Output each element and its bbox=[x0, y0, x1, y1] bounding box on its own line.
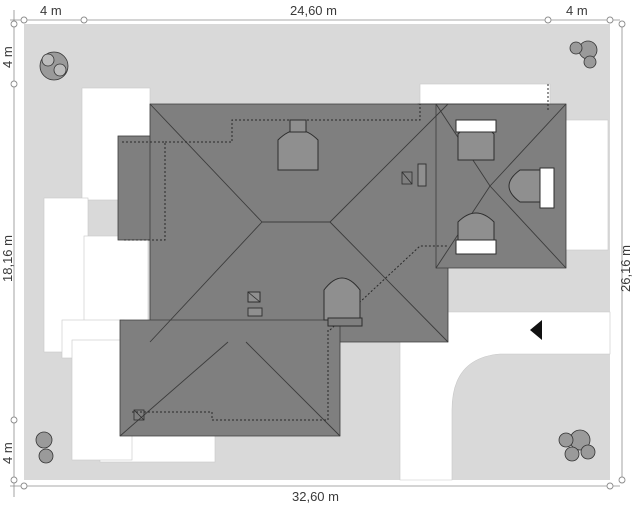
entrance-arrow-icon bbox=[530, 320, 542, 340]
dim-left-top: 4 m bbox=[0, 46, 15, 68]
dim-left-height: 18,16 m bbox=[0, 235, 15, 282]
paving bbox=[43, 83, 609, 463]
dim-left-bottom: 4 m bbox=[0, 442, 15, 464]
dimension-ticks bbox=[10, 16, 626, 490]
dim-top-width: 24,60 m bbox=[290, 3, 337, 18]
tree-icon bbox=[558, 429, 596, 462]
skylight-icon bbox=[133, 171, 413, 421]
dormer-icon bbox=[277, 119, 555, 327]
dim-top-right: 4 m bbox=[566, 3, 588, 18]
tree-icon bbox=[35, 431, 54, 464]
dimension-lines bbox=[10, 10, 623, 497]
dim-right-height: 26,16 m bbox=[618, 245, 633, 292]
roof bbox=[117, 103, 567, 437]
tree-icon bbox=[569, 40, 598, 69]
dim-bottom-width: 32,60 m bbox=[292, 489, 339, 504]
driveway bbox=[399, 311, 611, 481]
dim-top-left: 4 m bbox=[40, 3, 62, 18]
tree-icon bbox=[39, 51, 69, 81]
roof-ridges bbox=[119, 103, 567, 437]
